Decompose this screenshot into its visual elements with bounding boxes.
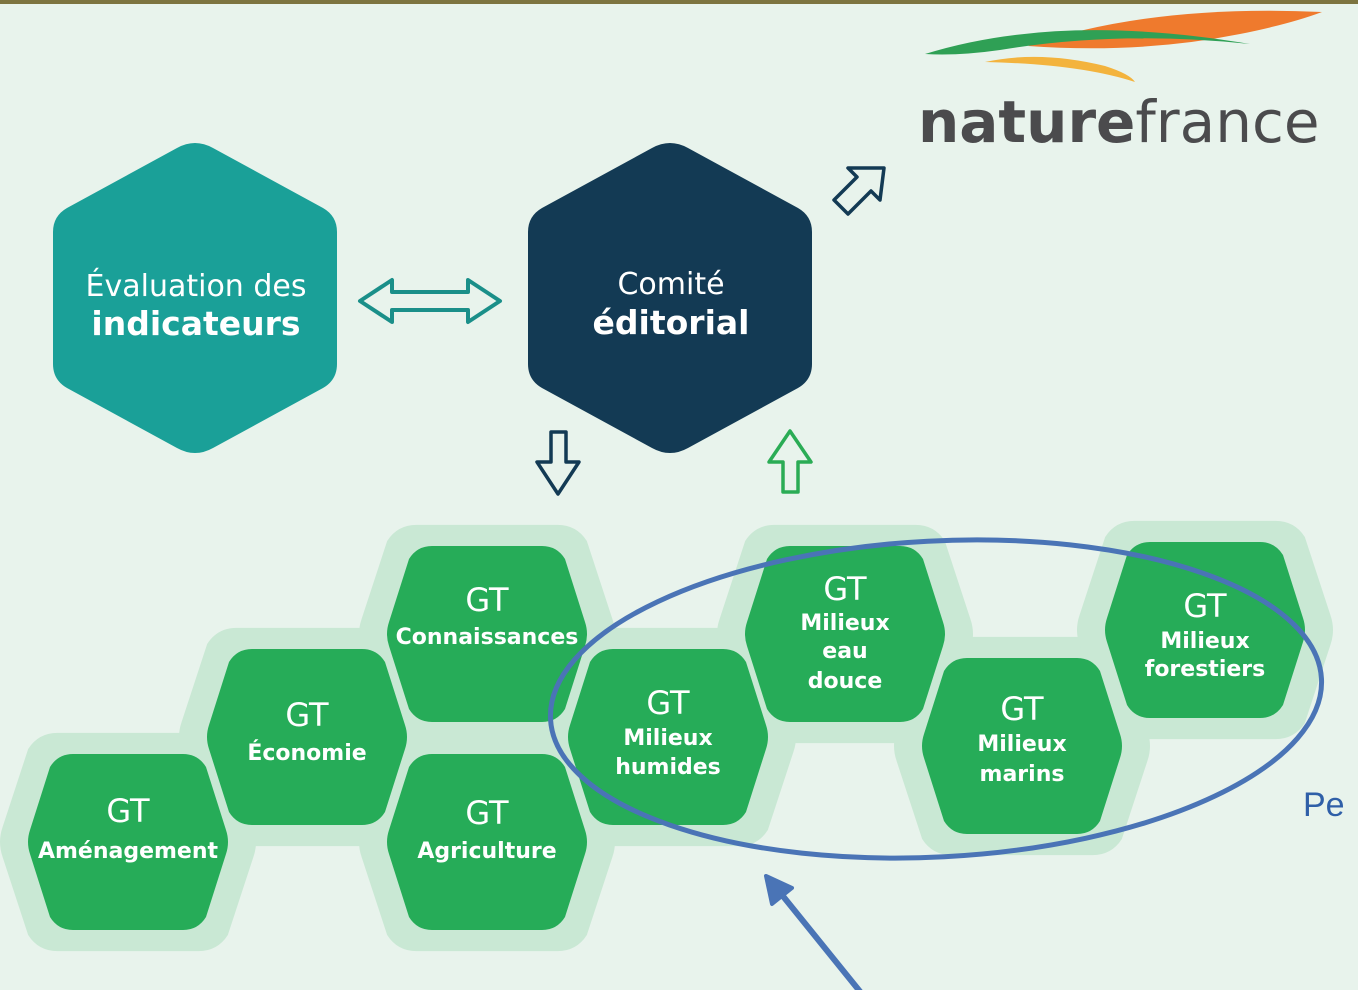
gt-forestiers-node: GT Milieux forestiers bbox=[1105, 542, 1305, 718]
logo-green-swoosh bbox=[925, 30, 1250, 55]
gt-marins-prefix: GT bbox=[1000, 690, 1044, 728]
gt-amenagement-label: Aménagement bbox=[38, 839, 219, 864]
gt-connaissances-prefix: GT bbox=[465, 581, 509, 619]
gt-eau-douce-prefix: GT bbox=[823, 570, 867, 608]
external-arrow-icon bbox=[832, 166, 886, 216]
gt-eau-douce-label-3: douce bbox=[808, 669, 883, 694]
logo-text-bold: nature bbox=[918, 88, 1135, 156]
gt-humides-label-1: Milieux bbox=[623, 726, 712, 751]
gt-agriculture-label: Agriculture bbox=[417, 839, 556, 864]
evaluation-label-1: Évaluation des bbox=[86, 268, 307, 304]
pointer-arrow-icon bbox=[764, 874, 863, 990]
comite-node: Comité éditorial bbox=[528, 143, 812, 453]
comite-label-1: Comité bbox=[617, 267, 724, 302]
diagram-svg: GT Aménagement GT Économie GT Agricultur… bbox=[0, 10, 1345, 990]
gt-humides-label-2: humides bbox=[615, 755, 721, 780]
evaluation-node: Évaluation des indicateurs bbox=[53, 143, 337, 453]
gt-amenagement-prefix: GT bbox=[106, 792, 150, 830]
gt-eau-douce-label-1: Milieux bbox=[800, 611, 889, 636]
down-arrow-icon bbox=[535, 430, 581, 496]
evaluation-label-2: indicateurs bbox=[91, 304, 300, 343]
cut-off-text: Pe bbox=[1303, 786, 1345, 824]
gt-eau-douce-label-2: eau bbox=[822, 639, 867, 664]
naturefrance-logo: naturefrance bbox=[918, 10, 1322, 156]
gt-marins-label-1: Milieux bbox=[977, 732, 1066, 757]
gt-eau-douce-node: GT Milieux eau douce bbox=[745, 546, 945, 722]
gt-economie-node: GT Économie bbox=[207, 649, 407, 825]
gt-forestiers-label-2: forestiers bbox=[1145, 657, 1265, 682]
logo-yellow-swoosh bbox=[985, 56, 1135, 82]
gt-forestiers-label-1: Milieux bbox=[1160, 629, 1249, 654]
logo-text-light: france bbox=[1135, 88, 1319, 156]
gt-economie-prefix: GT bbox=[285, 696, 329, 734]
gt-agriculture-node: GT Agriculture bbox=[387, 754, 587, 930]
logo-text: naturefrance bbox=[918, 88, 1320, 156]
gt-connaissances-node: GT Connaissances bbox=[387, 546, 587, 722]
gt-marins-node: GT Milieux marins bbox=[922, 658, 1122, 834]
gt-forestiers-prefix: GT bbox=[1183, 587, 1227, 625]
gt-economie-label: Économie bbox=[247, 740, 366, 766]
logo-orange-swoosh bbox=[1028, 10, 1322, 49]
double-arrow-icon bbox=[358, 278, 502, 324]
gt-humides-node: GT Milieux humides bbox=[568, 649, 768, 825]
up-arrow-icon bbox=[767, 429, 813, 494]
comite-label-2: éditorial bbox=[593, 303, 750, 342]
gt-humides-prefix: GT bbox=[646, 684, 690, 722]
highlight-ellipse bbox=[547, 537, 1325, 861]
gt-amenagement-node: GT Aménagement bbox=[28, 754, 228, 930]
gt-connaissances-label: Connaissances bbox=[396, 625, 579, 650]
gt-agriculture-prefix: GT bbox=[465, 794, 509, 832]
gt-marins-label-2: marins bbox=[980, 762, 1065, 787]
